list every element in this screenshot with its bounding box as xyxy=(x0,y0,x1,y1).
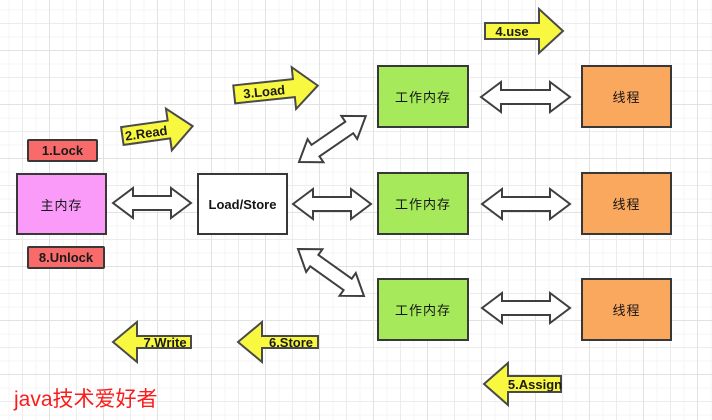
step-label-unlock: 8.Unlock xyxy=(38,250,94,265)
step-arrow-write: 7.Write xyxy=(111,319,192,365)
working-memory-label: 工作内存 xyxy=(394,197,451,212)
working-memory-label: 工作内存 xyxy=(394,303,451,318)
load-store-node: Load/Store xyxy=(197,173,288,235)
double-arrow-loadstore-workingmemory2-icon xyxy=(291,187,373,221)
thread-label: 线程 xyxy=(612,90,641,105)
double-arrow-workingmemory2-thread2-icon xyxy=(480,187,572,221)
working-memory-node-3: 工作内存 xyxy=(377,278,469,341)
step-arrow-read: 2.Read xyxy=(119,106,195,153)
step-arrow-store: 6.Store xyxy=(236,319,319,365)
load-store-label: Load/Store xyxy=(208,196,277,212)
step-arrow-load: 3.Load xyxy=(232,65,320,112)
double-arrow-loadstore-workingmemory1-diagonal-icon xyxy=(297,114,368,164)
left-arrow-icon xyxy=(482,360,562,408)
thread-node-2: 线程 xyxy=(581,172,672,235)
double-arrow-loadstore-workingmemory3-diagonal-icon xyxy=(296,247,366,298)
step-tag-lock: 1.Lock xyxy=(27,139,98,162)
step-label-use: 4.use xyxy=(495,24,528,39)
step-label-assign: 5.Assign xyxy=(508,377,562,392)
right-arrow-icon xyxy=(119,106,195,153)
working-memory-label: 工作内存 xyxy=(394,90,451,105)
working-memory-node-1: 工作内存 xyxy=(377,65,469,128)
step-label-read: 2.Read xyxy=(124,123,168,144)
double-arrow-mainmemory-loadstore-icon xyxy=(111,186,193,220)
double-arrow-workingmemory1-thread1-icon xyxy=(479,80,572,114)
step-label-write: 7.Write xyxy=(143,335,186,350)
thread-label: 线程 xyxy=(612,303,641,318)
watermark-text: java技术爱好者 xyxy=(14,388,158,411)
thread-node-1: 线程 xyxy=(581,65,672,128)
left-arrow-icon xyxy=(236,319,319,365)
step-arrow-use: 4.use xyxy=(484,6,565,56)
step-arrow-assign: 5.Assign xyxy=(482,360,562,408)
double-arrow-workingmemory3-thread3-icon xyxy=(480,291,572,325)
working-memory-node-2: 工作内存 xyxy=(377,172,469,235)
step-label-load: 3.Load xyxy=(242,82,285,101)
right-arrow-icon xyxy=(232,65,320,112)
left-arrow-icon xyxy=(111,319,192,365)
main-memory-node: 主内存 xyxy=(16,173,107,235)
step-label-store: 6.Store xyxy=(269,335,313,350)
step-label-lock: 1.Lock xyxy=(41,143,84,158)
thread-label: 线程 xyxy=(612,197,641,212)
step-tag-unlock: 8.Unlock xyxy=(27,246,105,269)
main-memory-label: 主内存 xyxy=(40,197,83,213)
thread-node-3: 线程 xyxy=(581,278,672,341)
right-arrow-icon xyxy=(484,6,565,56)
